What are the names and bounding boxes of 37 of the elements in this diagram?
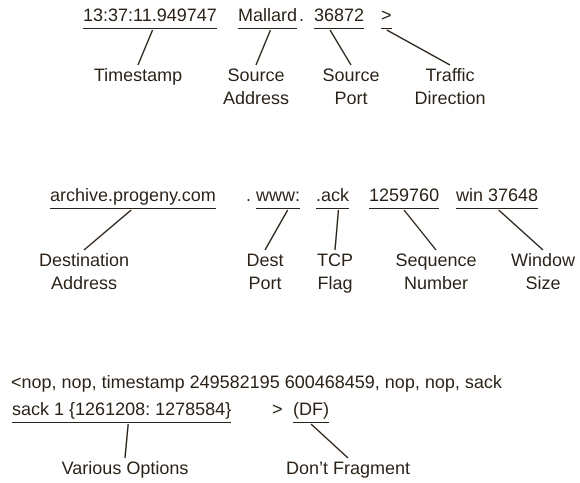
field-caption: Traffic Direction [405, 64, 495, 110]
underlined-field: 13:37:11.949747 [83, 5, 217, 29]
packet-text: . [299, 5, 304, 25]
underlined-field: 1259760 [369, 185, 440, 209]
leader-line [255, 30, 272, 66]
leader-line [386, 29, 450, 66]
field-caption: TCP Flag [310, 249, 360, 295]
field-caption: Don’t Fragment [268, 457, 428, 480]
leader-line [498, 209, 544, 251]
field-caption: Source Port [316, 64, 386, 110]
field-caption: Sequence Number [386, 249, 486, 295]
packet-text: <nop, nop, timestamp 249582195 600468459, nop, nop, sack [11, 372, 502, 392]
leader-line [137, 30, 154, 66]
underlined-field: > [381, 5, 392, 29]
leader-line [124, 424, 129, 458]
leader-line [310, 423, 348, 459]
leader-line [334, 210, 340, 250]
field-caption: Destination Address [24, 249, 144, 295]
field-caption: Dest Port [240, 249, 290, 295]
leader-line [264, 210, 288, 250]
leader-line [84, 209, 132, 251]
underlined-field: sack 1 {1261208: 1278584} [12, 399, 232, 423]
field-caption: Timestamp [83, 64, 193, 87]
field-caption: Window Size [507, 249, 579, 295]
underlined-field: Mallard [238, 5, 298, 29]
underlined-field: www: [256, 185, 300, 209]
underlined-field: .ack [316, 185, 350, 209]
underlined-field: win 37648 [456, 185, 538, 209]
underlined-field: 36872 [314, 5, 364, 29]
packet-text: . [246, 185, 252, 205]
underlined-field: archive.progeny.com [50, 185, 216, 209]
leader-line [404, 210, 437, 250]
field-caption: Various Options [45, 457, 205, 480]
leader-line [329, 30, 352, 66]
field-caption: Source Address [218, 64, 294, 110]
underlined-field: (DF) [293, 399, 329, 423]
packet-text: > [272, 399, 283, 419]
